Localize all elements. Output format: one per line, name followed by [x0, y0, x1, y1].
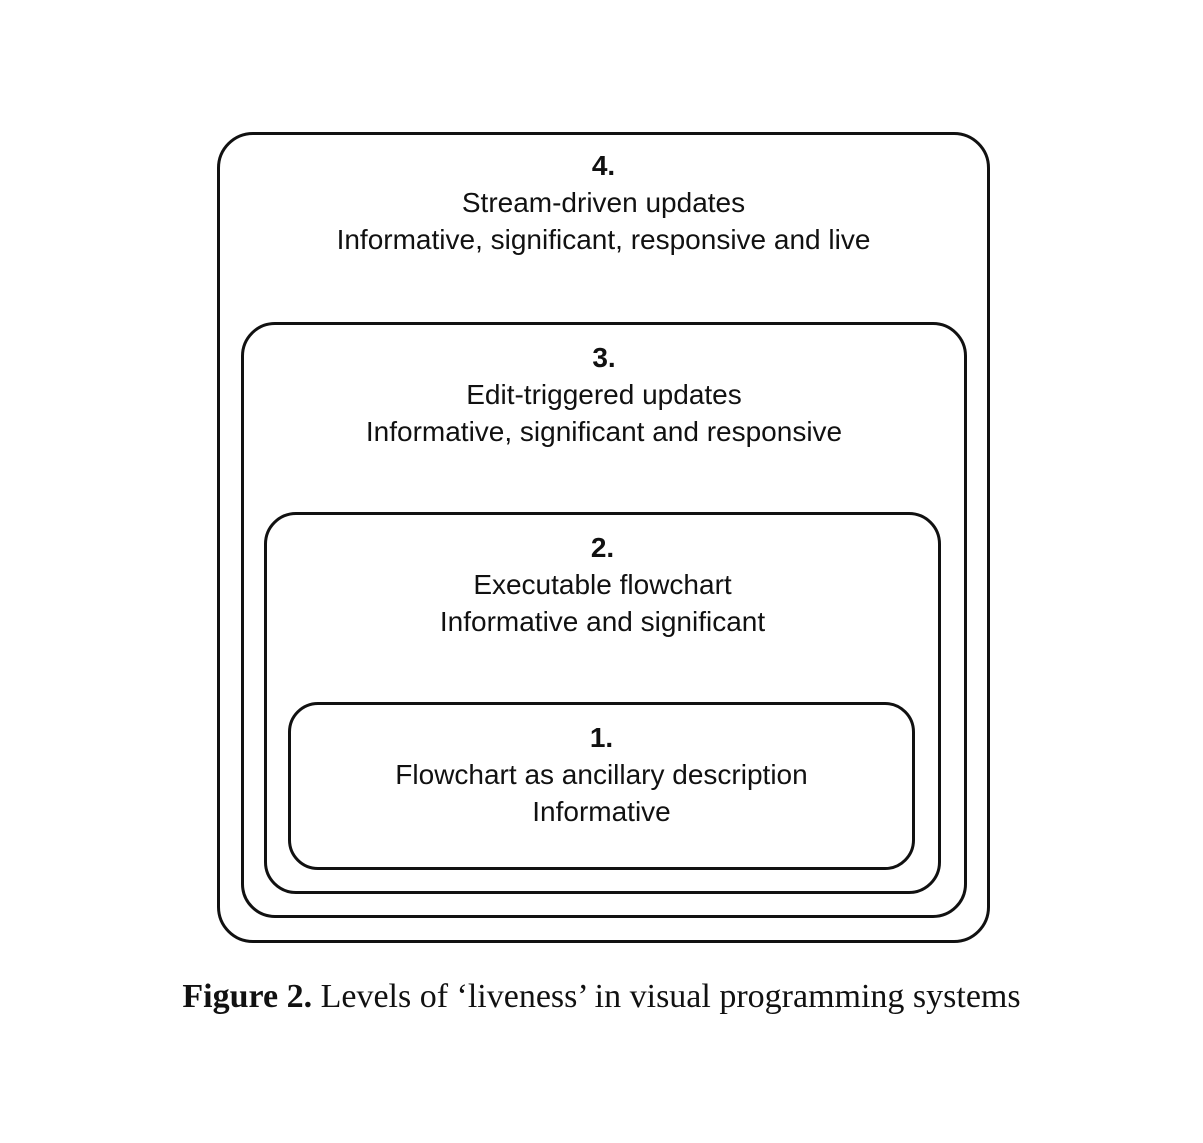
- figure-caption: Figure 2. Levels of ‘liveness’ in visual…: [0, 978, 1203, 1016]
- level-4-title: Stream-driven updates: [461, 187, 746, 218]
- figure-caption-text: Levels of ‘liveness’ in visual programmi…: [320, 978, 1021, 1015]
- level-1-label: 1. Flowchart as ancillary description In…: [291, 719, 912, 830]
- level-1-number: 1.: [589, 722, 614, 753]
- level-2-label: 2. Executable flowchart Informative and …: [267, 529, 938, 640]
- level-1-title: Flowchart as ancillary description: [395, 759, 808, 790]
- level-2-title: Executable flowchart: [473, 569, 732, 600]
- level-2-number: 2.: [590, 532, 615, 563]
- level-3-description: Informative, significant and responsive: [365, 416, 843, 447]
- level-3-title: Edit-triggered updates: [466, 379, 742, 410]
- level-4-label: 4. Stream-driven updates Informative, si…: [220, 147, 987, 258]
- level-1-box: 1. Flowchart as ancillary description In…: [288, 702, 915, 870]
- level-3-box: 3. Edit-triggered updates Informative, s…: [241, 322, 967, 918]
- level-2-box: 2. Executable flowchart Informative and …: [264, 512, 941, 894]
- level-2-description: Informative and significant: [439, 606, 766, 637]
- level-4-number: 4.: [591, 150, 616, 181]
- figure-number: Figure 2.: [182, 978, 313, 1015]
- level-4-description: Informative, significant, responsive and…: [336, 224, 871, 255]
- level-1-description: Informative: [532, 796, 671, 827]
- level-4-box: 4. Stream-driven updates Informative, si…: [217, 132, 990, 943]
- level-3-label: 3. Edit-triggered updates Informative, s…: [244, 339, 964, 450]
- level-3-number: 3.: [592, 342, 616, 373]
